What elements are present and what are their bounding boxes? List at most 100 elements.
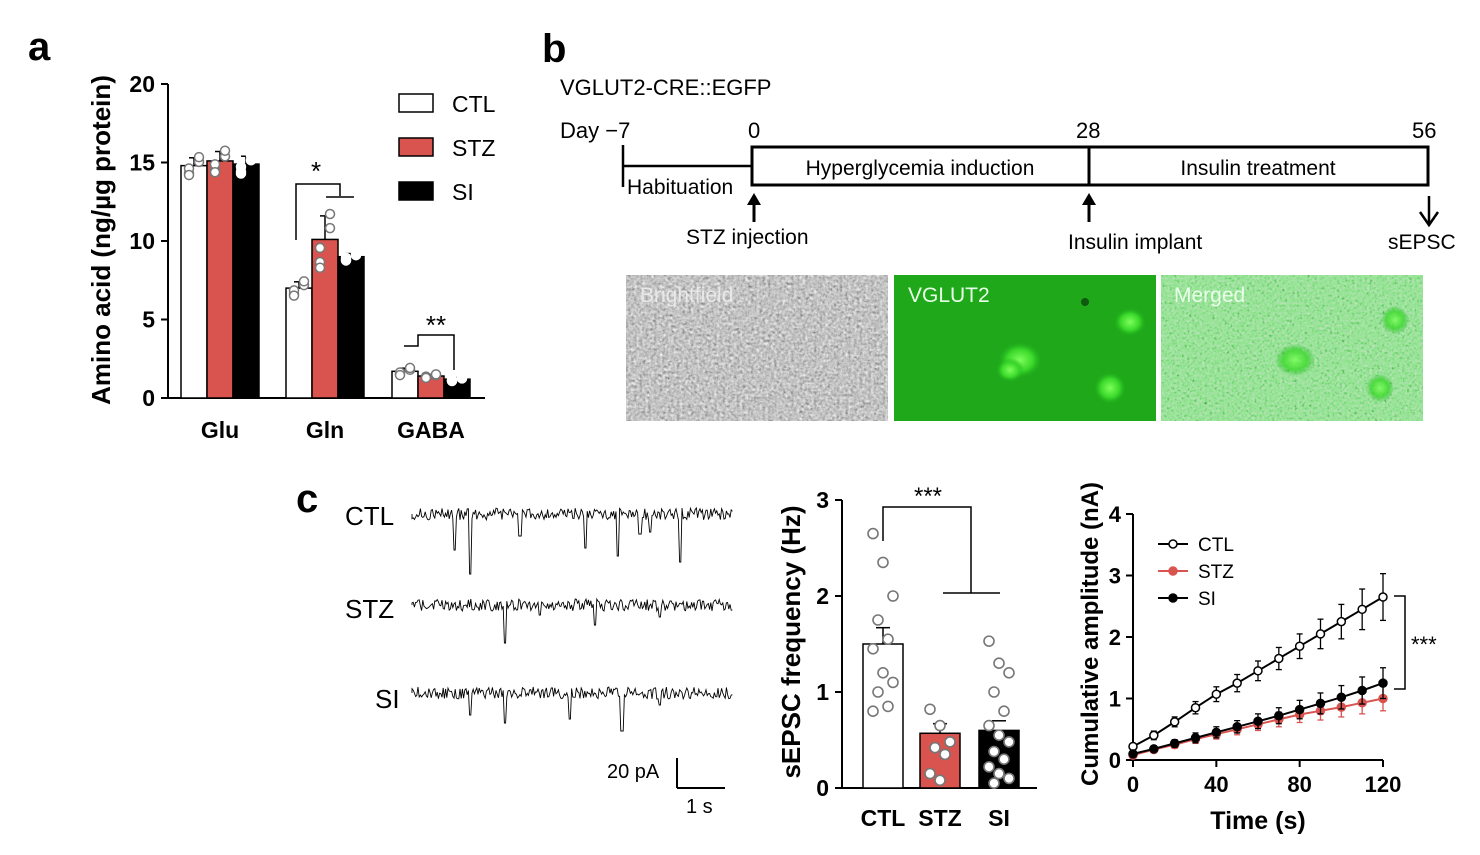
sepsc-trace: [411, 597, 733, 644]
data-point: [1211, 689, 1222, 699]
data-point: [193, 151, 205, 163]
data-point: [1315, 629, 1326, 639]
data-point: [1169, 738, 1180, 749]
x-tick-label: 40: [1204, 772, 1228, 797]
data-point: [924, 767, 936, 780]
data-point: [887, 676, 899, 689]
data-point: [1149, 744, 1159, 754]
trace-label-ctl: CTL: [345, 501, 394, 531]
y-tick-label: 0: [1109, 748, 1121, 773]
data-point: [993, 767, 1005, 780]
legend-marker: [1168, 593, 1178, 603]
y-tick-label: 5: [142, 307, 155, 333]
legend-marker: [1168, 566, 1178, 576]
y-tick-label: 2: [1109, 625, 1121, 650]
data-point: [929, 741, 941, 754]
data-point: [1274, 710, 1284, 721]
up-arrow-icon: [1082, 193, 1096, 222]
sepsc-trace: [411, 506, 733, 575]
data-point: [872, 686, 884, 698]
data-point: [446, 375, 458, 387]
data-point: [993, 729, 1005, 742]
significance-star: *: [311, 156, 321, 186]
significance-star: ***: [1411, 632, 1437, 657]
y-tick-label: 0: [142, 385, 155, 411]
data-point: [1149, 730, 1159, 741]
data-point: [219, 145, 231, 157]
data-point: [340, 255, 352, 266]
sepsc-trace: [411, 686, 733, 732]
data-point: [1253, 666, 1263, 676]
significance-bracket: [882, 506, 972, 593]
legend-swatch: [398, 93, 434, 113]
image-label-vglut2: VGLUT2: [908, 284, 990, 307]
data-point: [1232, 678, 1242, 688]
data-point: [1378, 592, 1388, 602]
data-point: [944, 736, 956, 748]
data-point: [1378, 678, 1388, 688]
y-axis-label: Cumulative amplitude (nA): [1077, 482, 1104, 786]
x-tick-label: CTL: [861, 805, 906, 831]
data-point: [350, 248, 362, 259]
legend-swatch: [398, 181, 434, 201]
legend-swatch: [398, 137, 434, 157]
data-point: [1003, 772, 1015, 785]
significance-bracket: [404, 334, 455, 370]
data-point: [872, 614, 884, 626]
bar: [180, 164, 208, 399]
data-point: [456, 372, 468, 383]
data-point: [298, 276, 310, 287]
data-point: [934, 774, 946, 787]
merged-image: Merged: [1161, 275, 1423, 421]
data-point: [993, 657, 1005, 670]
data-point: [983, 635, 995, 647]
bar: [206, 160, 234, 399]
data-point: [882, 700, 894, 713]
data-point: [209, 166, 221, 178]
data-point: [988, 686, 1000, 698]
data-point: [1357, 685, 1367, 696]
data-point: [939, 748, 951, 761]
panel-letter-c: c: [296, 477, 318, 521]
y-tick-label: 4: [1109, 502, 1122, 527]
data-point: [314, 242, 326, 254]
data-point: [1336, 692, 1347, 703]
image-label-brightfield: Brightfield: [640, 284, 733, 307]
data-point: [998, 705, 1010, 718]
panel-letter-b: b: [542, 27, 566, 71]
legend-label: CTL: [1198, 535, 1234, 556]
mouse-line-label: VGLUT2-CRE::EGFP: [560, 75, 771, 100]
data-point: [887, 590, 899, 602]
y-tick-label: 1: [816, 679, 829, 705]
panel-letter-a: a: [28, 25, 51, 69]
legend-label: STZ: [452, 135, 495, 161]
y-tick-label: 15: [129, 150, 155, 176]
down-arrow-icon: [1418, 196, 1440, 228]
data-point: [324, 222, 336, 234]
y-tick-label: 3: [1109, 564, 1121, 589]
data-point: [324, 208, 336, 220]
data-point: [1003, 666, 1015, 679]
up-arrow-icon: [747, 193, 761, 222]
data-point: [1003, 736, 1015, 748]
phase-habituation: Habituation: [627, 176, 733, 199]
y-tick-label: 1: [1109, 687, 1121, 712]
data-point: [430, 369, 442, 380]
data-point: [988, 745, 1000, 758]
data-point: [867, 705, 879, 718]
x-tick-label: 0: [1127, 772, 1139, 797]
data-point: [877, 556, 889, 569]
vglut2-image: VGLUT2: [894, 275, 1156, 421]
event-insulin-implant: Insulin implant: [1068, 231, 1202, 254]
bar: [862, 643, 904, 789]
x-tick-label: Glu: [201, 417, 239, 443]
x-tick-label: Gln: [306, 417, 344, 443]
data-point: [1294, 641, 1305, 651]
data-point: [1294, 704, 1305, 715]
data-point: [877, 666, 889, 679]
data-point: [867, 527, 879, 540]
significance-bracket: [295, 183, 341, 240]
